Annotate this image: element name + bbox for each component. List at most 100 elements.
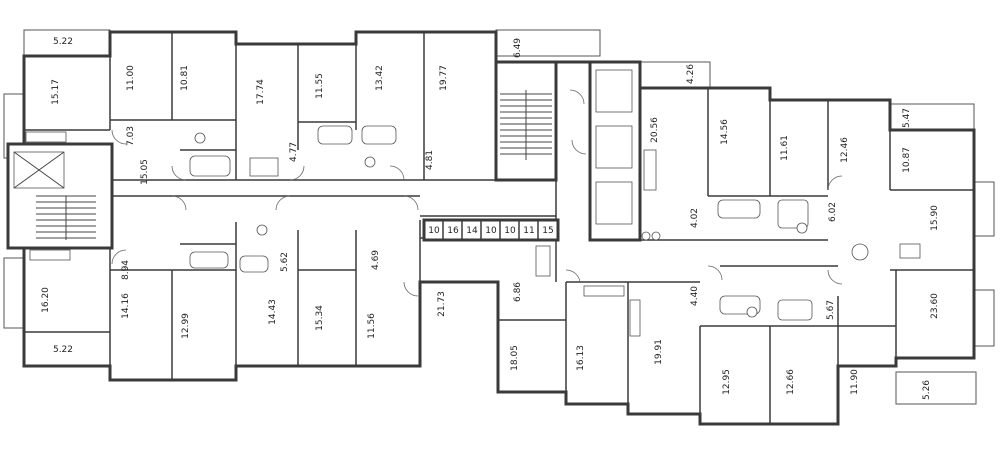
toilet-1 — [194, 132, 206, 144]
left-staircase — [6, 142, 114, 250]
room-area: 20.56 — [650, 117, 660, 143]
room-area: 12.66 — [786, 369, 796, 395]
storage-labels: 10 16 14 10 10 11 15 — [428, 226, 553, 236]
room-area: 6.02 — [828, 202, 838, 222]
storage-number: 16 — [447, 226, 459, 236]
room-area: 4.81 — [425, 150, 435, 170]
storage-number: 10 — [485, 226, 497, 236]
kitchen-counter-2 — [29, 249, 71, 261]
left-stair-treads — [36, 195, 96, 240]
doors — [111, 89, 843, 297]
room-area: 10.87 — [902, 147, 912, 173]
room-area: 5.22 — [53, 37, 73, 47]
kitchen-counter-3 — [643, 149, 657, 191]
shower-2 — [777, 199, 809, 229]
bathtub-3 — [361, 125, 397, 145]
room-area: 15.17 — [51, 79, 61, 105]
balcony-top-left — [23, 29, 111, 57]
elevator-1 — [595, 69, 633, 113]
storage-number: 11 — [523, 226, 534, 236]
shaft-marker-1 — [641, 231, 651, 241]
room-area: 12.95 — [722, 369, 732, 395]
room-area: 17.74 — [256, 79, 266, 105]
kitchen-counter-7 — [535, 245, 551, 277]
bathrooms — [189, 125, 869, 321]
center-stair-core — [494, 60, 558, 182]
room-area: 5.26 — [922, 380, 932, 400]
room-area: 4.77 — [289, 142, 299, 162]
room-area: 6.49 — [513, 38, 523, 58]
toilet-5 — [746, 306, 758, 318]
center-staircase — [494, 60, 558, 182]
bathtub-4 — [189, 251, 229, 269]
room-area: 13.42 — [375, 65, 385, 91]
storage-row — [422, 218, 560, 242]
room-area: 6.86 — [513, 282, 523, 302]
room-area: 12.46 — [840, 137, 850, 163]
room-area: 19.91 — [654, 339, 664, 365]
elevator-shafts — [588, 60, 661, 242]
round-hall-1 — [851, 243, 869, 261]
storage-number: 14 — [466, 226, 478, 236]
bathtub-1 — [189, 155, 231, 177]
room-area: 19.77 — [439, 65, 449, 91]
room-area: 4.40 — [690, 286, 700, 306]
room-area: 10.81 — [180, 65, 190, 91]
storage-number: 10 — [428, 226, 440, 236]
room-area: 7.03 — [126, 126, 136, 146]
storage-number: 15 — [542, 226, 553, 236]
room-area: 5.62 — [280, 252, 290, 272]
storage-number: 10 — [504, 226, 516, 236]
room-area: 4.69 — [371, 250, 381, 270]
room-area: 21.73 — [437, 291, 447, 317]
balcony-right-lower — [973, 289, 995, 347]
room-area: 8.94 — [121, 260, 131, 280]
room-area: 11.61 — [780, 135, 790, 161]
room-area: 11.90 — [850, 369, 860, 395]
balcony-right-mid — [973, 181, 995, 237]
shower-3 — [777, 299, 813, 321]
kitchen-counter-1 — [25, 131, 67, 143]
toilet-4 — [796, 222, 808, 234]
room-area: 5.67 — [826, 300, 836, 320]
bathtub-6 — [717, 199, 761, 219]
room-area: 18.05 — [510, 345, 520, 371]
shower-1 — [249, 157, 279, 177]
kitchen-counter-6 — [629, 299, 641, 337]
kitchen-counter-5 — [583, 285, 625, 297]
room-area: 11.56 — [367, 313, 377, 339]
balcony-top-right — [639, 61, 711, 89]
room-area: 12.99 — [181, 313, 191, 339]
room-area: 4.02 — [690, 208, 700, 228]
room-area: 15.90 — [930, 205, 940, 231]
balcony-left-lower — [3, 257, 25, 329]
kitchens — [25, 131, 921, 337]
room-area: 23.60 — [930, 293, 940, 319]
room-area: 14.16 — [121, 293, 131, 319]
room-area: 5.22 — [53, 345, 73, 355]
room-area: 14.56 — [720, 119, 730, 145]
elevator-3 — [595, 181, 633, 225]
bathtub-2 — [317, 125, 353, 145]
balcony-right-bottom — [895, 371, 977, 405]
room-area: 11.55 — [315, 73, 325, 99]
room-area: 15.34 — [315, 305, 325, 331]
toilet-2 — [364, 156, 376, 168]
storage-block — [422, 218, 560, 242]
room-area: 4.26 — [686, 64, 696, 84]
room-area: 15.05 — [140, 159, 150, 185]
room-area: 16.20 — [41, 287, 51, 313]
room-area: 14.43 — [268, 299, 278, 325]
room-area: 5.47 — [902, 108, 912, 128]
room-area: 11.00 — [126, 65, 136, 91]
kitchen-counter-4 — [899, 243, 921, 259]
room-labels: 5.22 15.17 11.00 10.81 7.03 17.74 11.55 … — [41, 37, 940, 400]
walls-left-wing — [24, 32, 496, 380]
balcony-top-center — [495, 29, 601, 57]
bathtub-5 — [239, 255, 269, 273]
room-area: 16.13 — [576, 345, 586, 371]
toilet-3 — [256, 224, 268, 236]
shaft-marker-2 — [651, 231, 661, 241]
elevator-2 — [595, 125, 633, 169]
